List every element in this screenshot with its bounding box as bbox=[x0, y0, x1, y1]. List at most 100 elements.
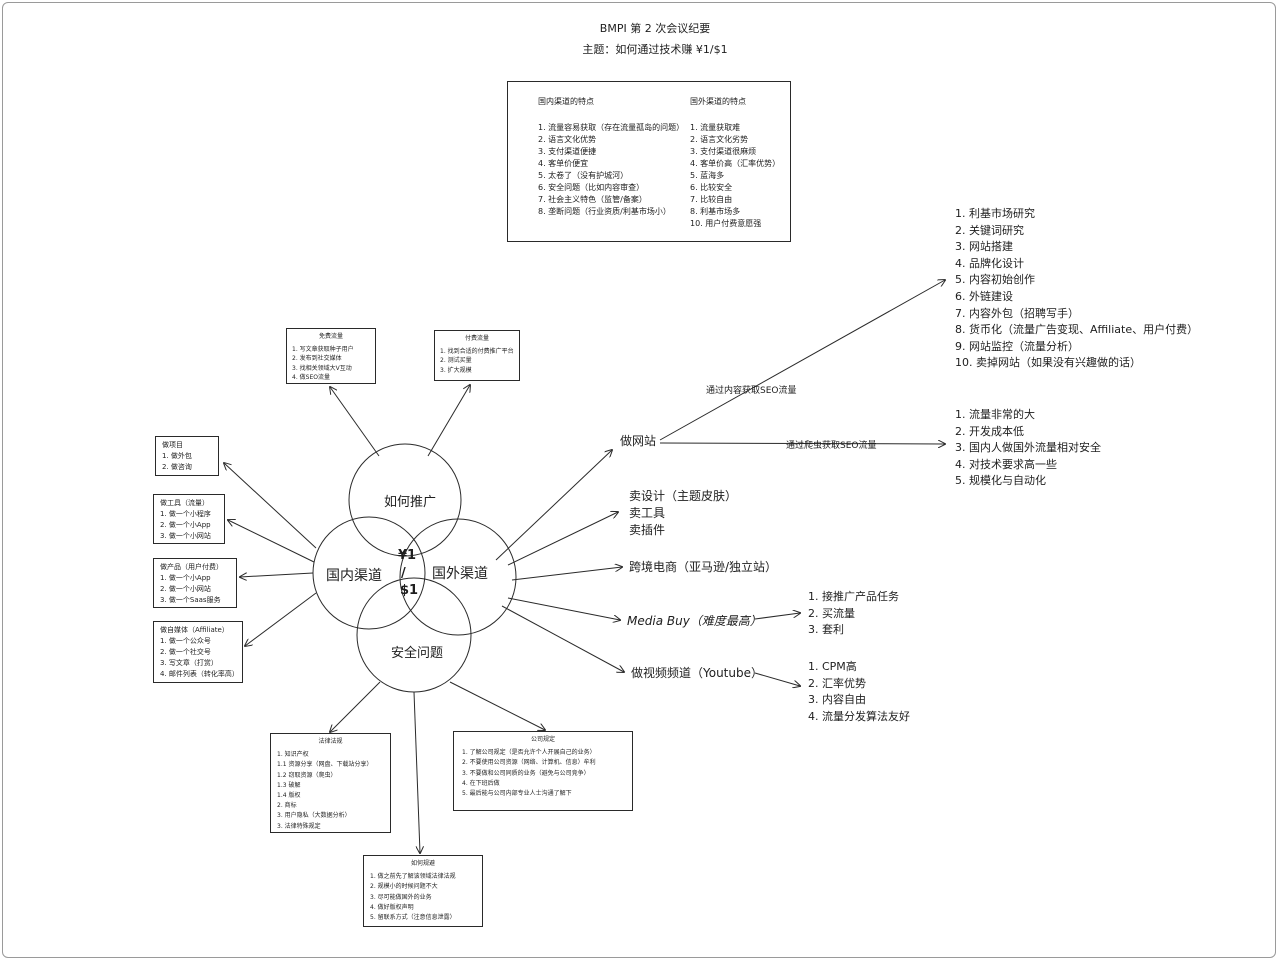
law-item: 2. 商标 bbox=[277, 802, 297, 810]
foreign-item: 10. 用户付费意愿强 bbox=[690, 219, 762, 228]
domestic-item: 7. 社会主义特色（监管/备案） bbox=[538, 195, 647, 204]
company-title: 公司规定 bbox=[530, 736, 555, 743]
project-item: 2. 做咨询 bbox=[162, 463, 192, 471]
arrow-to-media bbox=[245, 592, 317, 646]
page-title: BMPI 第 2 次会议纪要 bbox=[599, 22, 711, 35]
arrow-to-law bbox=[330, 681, 381, 732]
domestic-item: 2. 语言文化优势 bbox=[538, 135, 597, 144]
media-buy-list: 1. 接推广产品任务 2. 买流量 3. 套利 bbox=[808, 589, 899, 639]
company-box: 公司规定 1. 了解公司规定（是否允许个人开展自己的业务） 2. 不要使用公司资… bbox=[453, 731, 633, 811]
law-item: 3. 法律特殊规定 bbox=[277, 822, 321, 830]
sell-item: 卖工具 bbox=[629, 506, 666, 520]
arrow-to-sell bbox=[507, 512, 618, 566]
website-label: 做网站 bbox=[620, 434, 657, 448]
foreign-item: 1. 流量获取难 bbox=[690, 123, 741, 132]
tools-item: 3. 做一个小网站 bbox=[160, 532, 211, 540]
crawler-point: 2. 开发成本低 bbox=[955, 424, 1024, 438]
seo-step: 3. 网站搭建 bbox=[955, 240, 1013, 254]
center-mark-yuan: ¥1 bbox=[398, 548, 417, 563]
seo-step: 5. 内容初始创作 bbox=[955, 273, 1035, 287]
company-item: 1. 了解公司规定（是否允许个人开展自己的业务） bbox=[462, 749, 596, 757]
tools-title: 做工具（流量） bbox=[160, 499, 209, 507]
seo-step: 10. 卖掉网站（如果没有兴趣做的话） bbox=[955, 356, 1141, 370]
seo-step: 9. 网站监控（流量分析） bbox=[955, 339, 1079, 353]
foreign-item: 4. 客单价高（汇率优势） bbox=[690, 159, 781, 168]
free-traffic-item: 3. 找相关领域大V互动 bbox=[292, 364, 352, 372]
project-item: 1. 做外包 bbox=[162, 452, 192, 460]
company-item: 5. 最后能与公司内部专业人士沟通了解下 bbox=[462, 790, 572, 798]
product-item: 2. 做一个小网站 bbox=[160, 585, 211, 593]
center-mark-dollar: $1 bbox=[400, 583, 419, 598]
media-buy-label: Media Buy（难度最高） bbox=[627, 614, 762, 628]
tools-item: 2. 做一个小App bbox=[160, 521, 211, 529]
seo-steps-list: 1. 利基市场研究 2. 关键词研究 3. 网站搭建 4. 品牌化设计 5. 内… bbox=[955, 206, 1198, 372]
free-traffic-item: 4. 做SEO流量 bbox=[292, 374, 330, 381]
domestic-title: 国内渠道的特点 bbox=[538, 97, 594, 106]
arrow-to-media-buy bbox=[507, 597, 620, 620]
law-item: 1.4 版权 bbox=[277, 792, 301, 800]
foreign-item: 7. 比较自由 bbox=[690, 195, 733, 204]
seo-content-label: 通过内容获取SEO流量 bbox=[706, 386, 797, 396]
paid-traffic-box: 付费流量 1. 找到合适的付费推广平台 2. 测试买量 3. 扩大规模 bbox=[434, 330, 520, 381]
law-item: 1.1 资源分享（网盘、下载站分享） bbox=[277, 761, 373, 769]
paid-traffic-item: 1. 找到合适的付费推广平台 bbox=[440, 347, 514, 355]
project-box: 做项目 1. 做外包 2. 做咨询 bbox=[155, 436, 219, 476]
arrow-to-media-buy-items bbox=[754, 613, 800, 620]
crawler-point: 1. 流量非常的大 bbox=[955, 408, 1035, 421]
arrow-to-seo-steps bbox=[659, 280, 945, 441]
product-box: 做产品（用户付费） 1. 做一个小App 2. 做一个小网站 3. 做一个Saa… bbox=[153, 558, 237, 608]
foreign-column: 国外渠道的特点 1. 流量获取难 2. 语言文化劣势 3. 支付渠道很麻烦 4.… bbox=[690, 96, 780, 230]
foreign-item: 3. 支付渠道很麻烦 bbox=[690, 147, 757, 156]
arrow-to-company bbox=[449, 681, 545, 730]
circle-label-security: 安全问题 bbox=[391, 646, 444, 661]
media-item: 4. 邮件列表（转化率高） bbox=[160, 670, 239, 678]
channel-comparison-box: 国内渠道的特点 1. 流量容易获取（存在流量孤岛的问题） 2. 语言文化优势 3… bbox=[507, 81, 791, 242]
free-traffic-item: 2. 发布到社交媒体 bbox=[292, 355, 342, 362]
avoid-item: 1. 做之前先了解该领域法律法规 bbox=[370, 873, 456, 881]
media-buy-item: 2. 买流量 bbox=[808, 606, 855, 620]
media-title: 做自媒体（Affiliate） bbox=[160, 626, 229, 634]
sell-item: 卖插件 bbox=[629, 523, 666, 537]
company-item: 4. 在下班后做 bbox=[462, 779, 500, 787]
foreign-item: 8. 利基市场多 bbox=[690, 207, 741, 216]
arrow-to-project bbox=[224, 463, 317, 549]
free-traffic-item: 1. 写文章获取种子用户 bbox=[292, 345, 354, 353]
domestic-column: 国内渠道的特点 1. 流量容易获取（存在流量孤岛的问题） 2. 语言文化优势 3… bbox=[538, 96, 684, 218]
tools-item: 1. 做一个小程序 bbox=[160, 510, 211, 518]
domestic-item: 6. 安全问题（比如内容审查） bbox=[538, 183, 645, 192]
center-mark-slash: / bbox=[401, 566, 406, 581]
sell-list: 卖设计（主题皮肤） 卖工具 卖插件 bbox=[629, 488, 737, 539]
youtube-item: 4. 流量分发算法友好 bbox=[808, 709, 910, 723]
seo-step: 2. 关键词研究 bbox=[955, 223, 1024, 237]
avoid-item: 5. 留联系方式（注意信息泄露） bbox=[370, 914, 456, 922]
crawler-label: 通过爬虫获取SEO流量 bbox=[786, 441, 877, 451]
media-buy-item: 1. 接推广产品任务 bbox=[808, 590, 899, 603]
circle-label-foreign: 国外渠道 bbox=[432, 566, 488, 582]
law-item: 1.3 破解 bbox=[277, 781, 301, 789]
crawler-point: 3. 国内人做国外流量相对安全 bbox=[955, 441, 1101, 455]
domestic-item: 1. 流量容易获取（存在流量孤岛的问题） bbox=[538, 123, 685, 132]
arrow-to-ecommerce bbox=[511, 567, 622, 581]
foreign-item: 2. 语言文化劣势 bbox=[690, 135, 749, 144]
domestic-item: 3. 支付渠道便捷 bbox=[538, 147, 597, 156]
seo-step: 4. 品牌化设计 bbox=[955, 256, 1024, 270]
circle-label-domestic: 国内渠道 bbox=[326, 568, 382, 584]
arrow-to-website bbox=[495, 450, 612, 561]
product-item: 1. 做一个小App bbox=[160, 574, 211, 582]
avoid-item: 3. 尽可能做国外的业务 bbox=[370, 893, 432, 901]
company-item: 2. 不要使用公司资源（网络、计算机、信息）牟利 bbox=[462, 759, 596, 767]
crawler-points-list: 1. 流量非常的大 2. 开发成本低 3. 国内人做国外流量相对安全 4. 对技… bbox=[955, 407, 1101, 490]
law-box: 法律法规 1. 知识产权 1.1 资源分享（网盘、下载站分享） 1.2 窃取资源… bbox=[270, 733, 391, 833]
arrow-to-free-traffic bbox=[330, 387, 380, 457]
crawler-point: 4. 对技术要求高一些 bbox=[955, 457, 1057, 471]
project-title: 做项目 bbox=[162, 441, 183, 449]
circle-foreign bbox=[399, 518, 517, 636]
domestic-item: 4. 客单价便宜 bbox=[538, 159, 589, 168]
avoid-box: 如何规避 1. 做之前先了解该领域法律法规 2. 规模小的时候问题不大 3. 尽… bbox=[363, 855, 483, 927]
media-item: 1. 做一个公众号 bbox=[160, 637, 211, 645]
seo-step: 6. 外链建设 bbox=[955, 289, 1013, 303]
arrow-to-youtube bbox=[501, 605, 624, 672]
paid-traffic-item: 2. 测试买量 bbox=[440, 357, 472, 364]
free-traffic-box: 免费流量 1. 写文章获取种子用户 2. 发布到社交媒体 3. 找相关领域大V互… bbox=[286, 328, 376, 384]
